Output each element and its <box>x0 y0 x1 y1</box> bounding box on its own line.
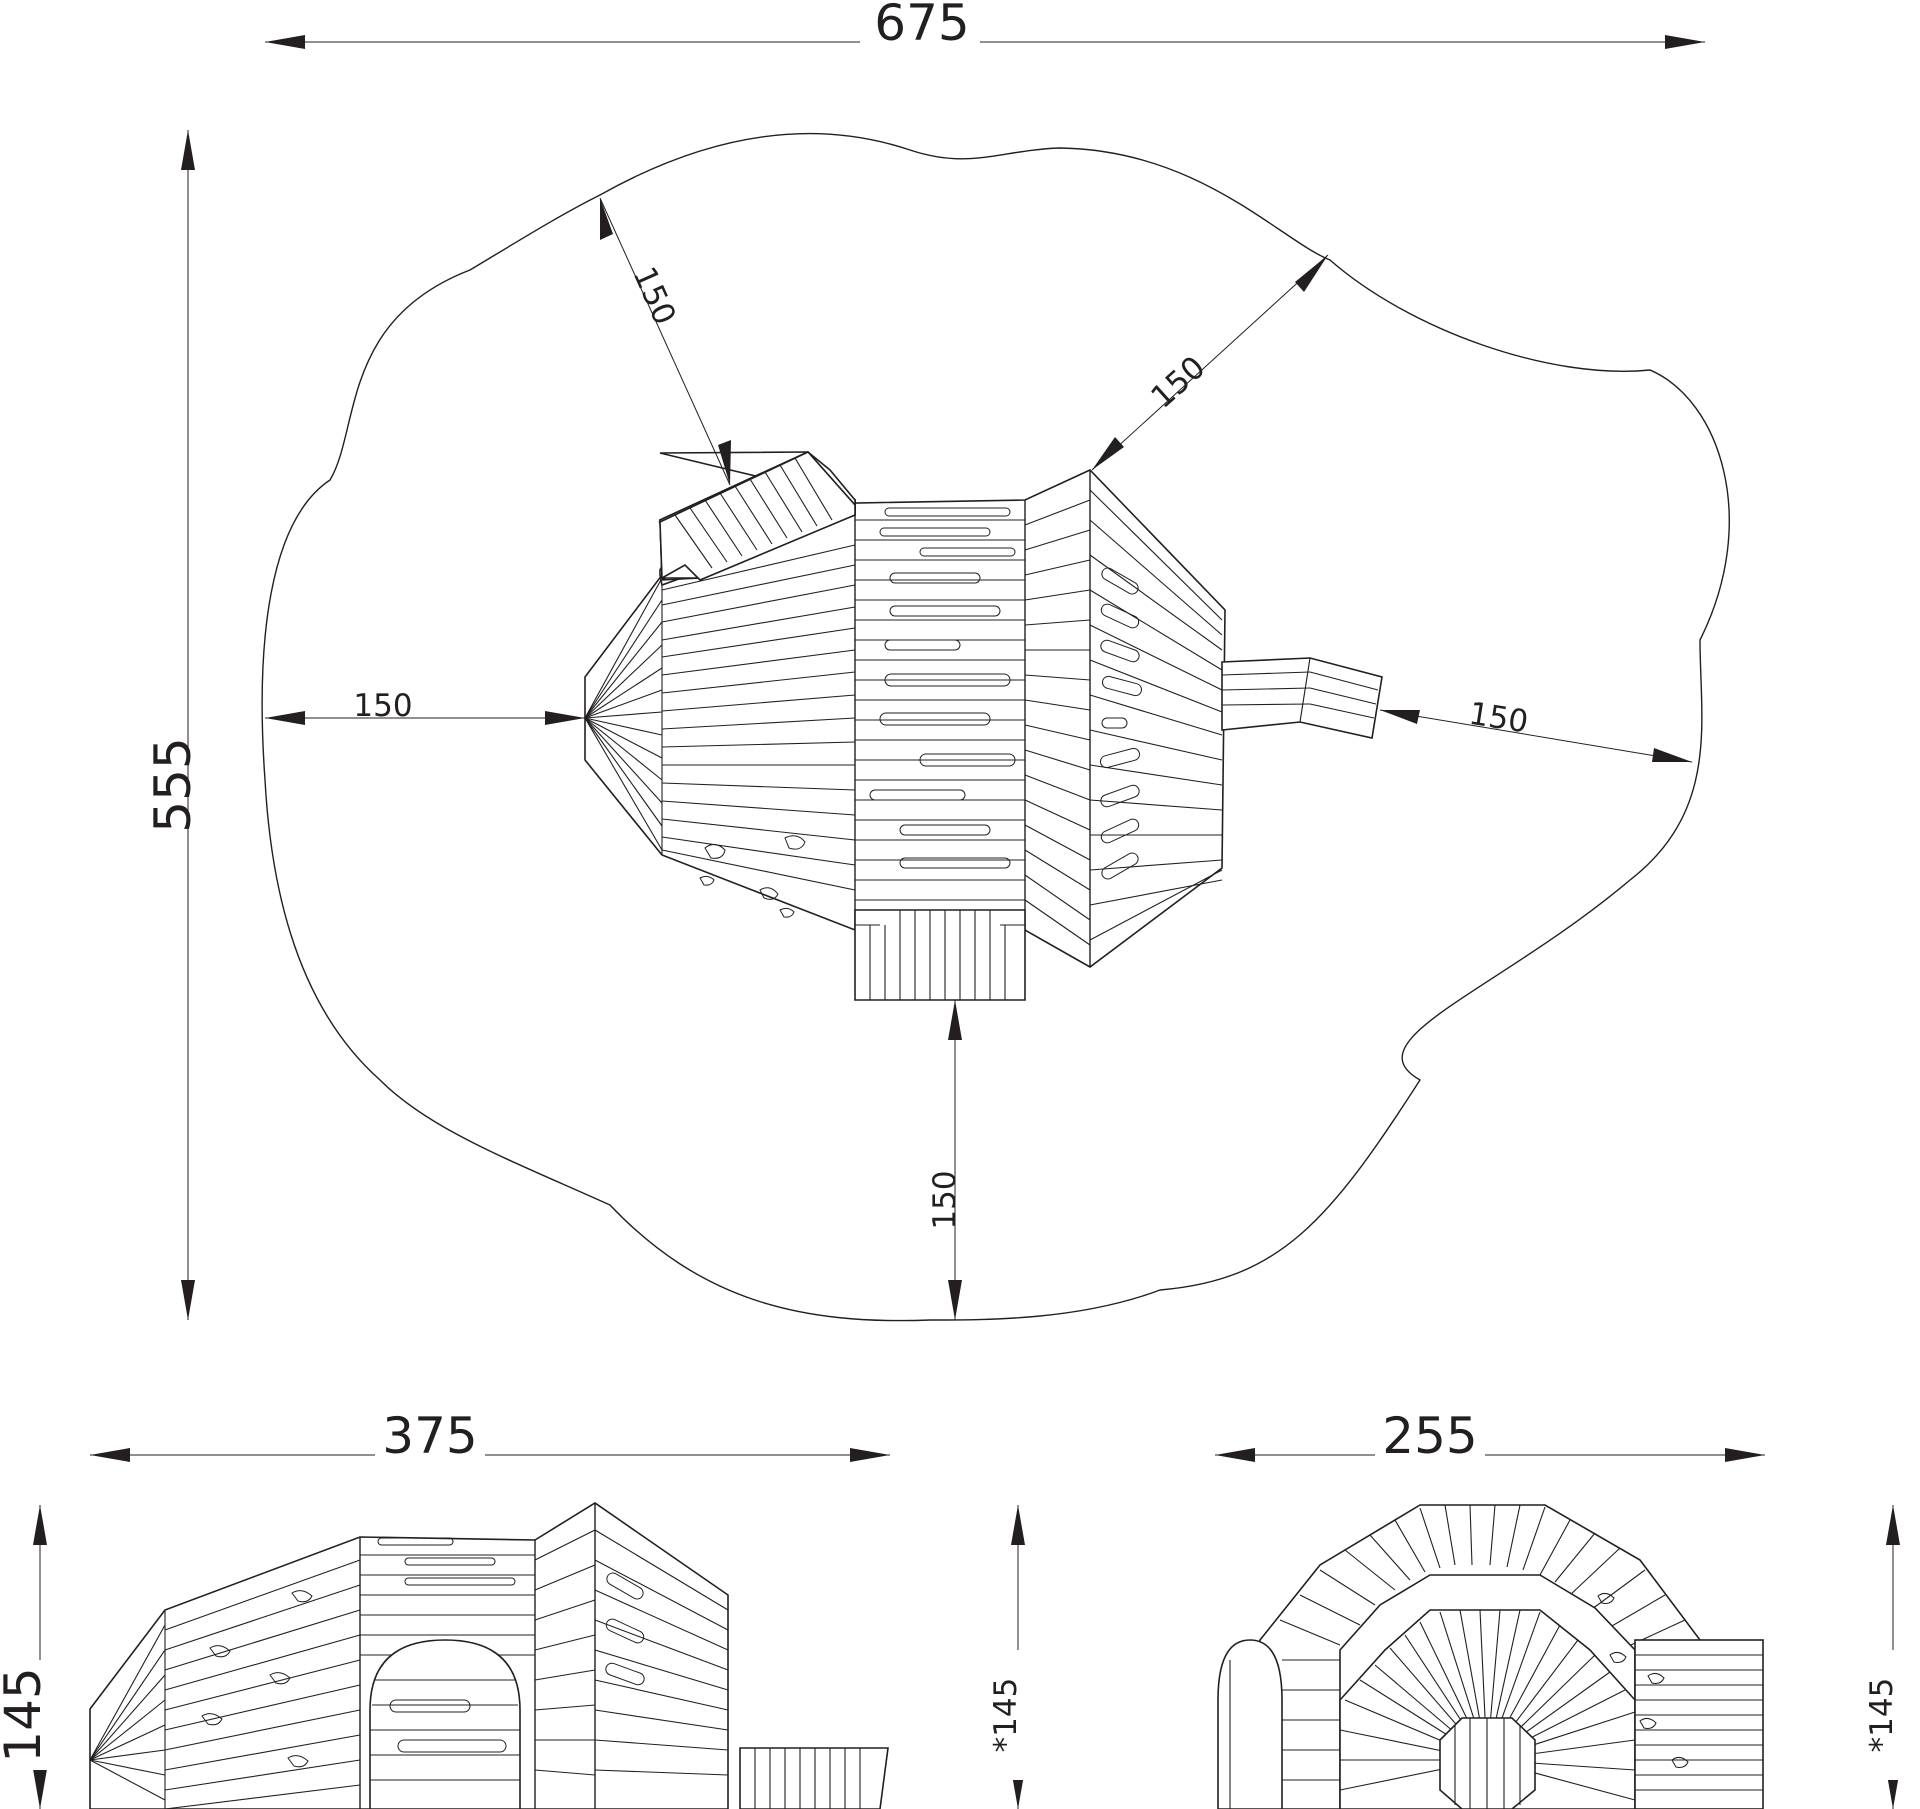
front-right-platform <box>1634 1639 1764 1809</box>
dim-front-width: 255 <box>1215 1407 1765 1466</box>
side-right-slots <box>605 1572 645 1686</box>
side-right-planks <box>594 1529 729 1776</box>
side-rmid-planks <box>534 1529 596 1776</box>
overall-depth-label: 555 <box>144 737 202 832</box>
clearance-nw-label: 150 <box>626 262 683 331</box>
segment-dividers <box>854 470 1091 967</box>
south-entry-platform <box>854 909 1026 1001</box>
side-width-label: 375 <box>382 1407 477 1465</box>
left-segment-planks <box>661 544 856 891</box>
dim-clearance-nw: 150 <box>599 197 731 486</box>
side-height-label: 145 <box>0 1667 52 1762</box>
front-tube-planks <box>1454 1718 1521 1809</box>
dim-side-height: 145 <box>0 1505 52 1809</box>
dim-side-width: 375 <box>90 1407 890 1466</box>
right-middle-planks <box>1024 499 1091 946</box>
side-doorway <box>369 1639 521 1809</box>
south-entry-planks <box>855 910 1025 1000</box>
side-doorway-slots <box>389 1699 507 1753</box>
front-height-left-label: *145 <box>988 1678 1024 1753</box>
side-view: 375 145 <box>0 1407 890 1809</box>
climbing-holds-plan <box>699 835 806 918</box>
nw-ramp-clean <box>659 451 856 581</box>
side-climbing-holds <box>201 1590 313 1768</box>
side-left-planks <box>164 1559 361 1809</box>
middle-segment-slots <box>869 507 1016 869</box>
dim-front-height-right: *145 <box>1864 1505 1906 1809</box>
dim-overall-width: 675 <box>265 0 1705 55</box>
clearance-s-label: 150 <box>927 1170 963 1229</box>
dim-overall-depth: 555 <box>144 130 202 1320</box>
front-right-platform-planks <box>1635 1654 1763 1791</box>
front-left-doorway-planks <box>1229 1659 1340 1809</box>
front-view: 255 *145 *145 <box>988 1407 1906 1809</box>
front-outer-planks <box>1279 1504 1686 1651</box>
clearance-w-label: 150 <box>353 688 412 724</box>
safety-zone-outline <box>261 132 1730 1322</box>
side-middle-slots <box>377 1537 516 1586</box>
east-ramp <box>1221 657 1383 739</box>
dim-clearance-ne: 150 <box>1091 254 1329 471</box>
side-dividers <box>359 1503 596 1809</box>
side-left-fan <box>89 1610 166 1809</box>
right-segment-slots <box>1099 567 1143 880</box>
front-dome-inner <box>1339 1609 1636 1809</box>
nw-ramp-clean-planks <box>674 457 833 569</box>
left-fan-planks <box>584 575 663 855</box>
front-left-doorway <box>1217 1639 1283 1809</box>
dim-front-height-left: *145 <box>988 1505 1030 1809</box>
east-ramp-planks <box>1221 657 1379 723</box>
middle-segment-planks <box>855 519 1025 901</box>
clearance-ne-label: 150 <box>1144 349 1212 415</box>
dim-clearance-e: 150 <box>1379 696 1693 763</box>
dim-clearance-s: 150 <box>927 1000 963 1320</box>
plan-view: 675 555 150 150 150 <box>144 0 1730 1322</box>
overall-width-label: 675 <box>874 0 969 52</box>
front-climbing-holds <box>1597 1592 1689 1768</box>
front-width-label: 255 <box>1382 1407 1477 1465</box>
front-height-right-label: *145 <box>1864 1678 1900 1753</box>
clearance-e-label: 150 <box>1467 696 1531 741</box>
right-segment-planks <box>1089 489 1223 941</box>
side-ramp-planks <box>754 1748 861 1809</box>
dim-clearance-w: 150 <box>265 688 585 725</box>
side-doorway-planks <box>370 1679 520 1781</box>
side-ramp <box>739 1747 889 1809</box>
